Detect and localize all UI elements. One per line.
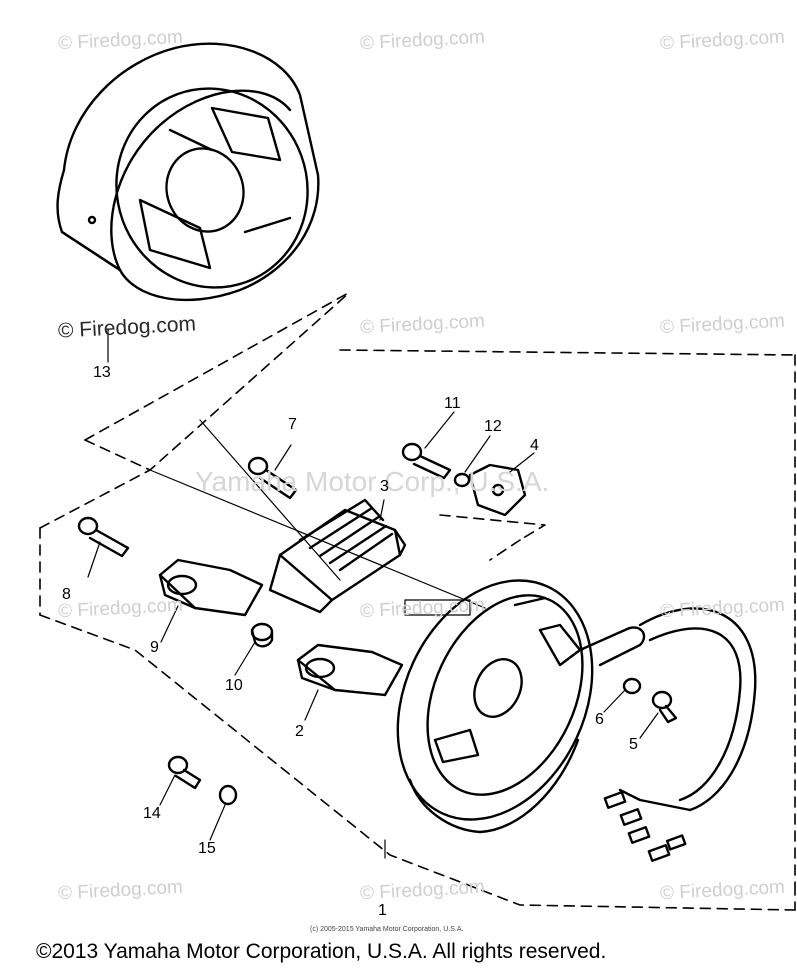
- callout-4: 4: [530, 437, 539, 454]
- callout-6: 6: [595, 711, 604, 728]
- pulser-coil-lower: [296, 643, 404, 697]
- washer-mid: [622, 677, 642, 695]
- callout-5: 5: [629, 736, 638, 753]
- bracket: [468, 463, 527, 517]
- fine-print: (c) 2005-2015 Yamaha Motor Corporation, …: [310, 926, 464, 933]
- callout-12: 12: [484, 418, 502, 435]
- callout-9: 9: [150, 639, 159, 656]
- copyright-notice: ©2013 Yamaha Motor Corporation, U.S.A. A…: [36, 940, 607, 963]
- callout-8: 8: [62, 586, 71, 603]
- callout-3: 3: [380, 478, 389, 495]
- flywheel-rotor: [56, 42, 320, 302]
- washer-lower: [218, 784, 238, 806]
- stator-base-plate: [396, 579, 757, 862]
- pulser-coil-upper: [158, 558, 264, 617]
- callout-1: 1: [378, 902, 387, 919]
- screws: [77, 442, 678, 790]
- callout-10: 10: [225, 677, 243, 694]
- callout-13: 13: [93, 364, 111, 381]
- charge-coil: [268, 498, 407, 614]
- callout-14: 14: [143, 805, 161, 822]
- washer-upper: [453, 472, 471, 488]
- callout-11: 11: [444, 395, 461, 412]
- callout-15: 15: [198, 840, 216, 857]
- callout-2: 2: [295, 723, 304, 740]
- leader-lines: [87, 329, 659, 859]
- callout-7: 7: [288, 416, 297, 433]
- watermark-center: Yamaha Motor Corp., U.S.A.: [195, 466, 550, 497]
- assembly-dashed-lines: [39, 291, 796, 911]
